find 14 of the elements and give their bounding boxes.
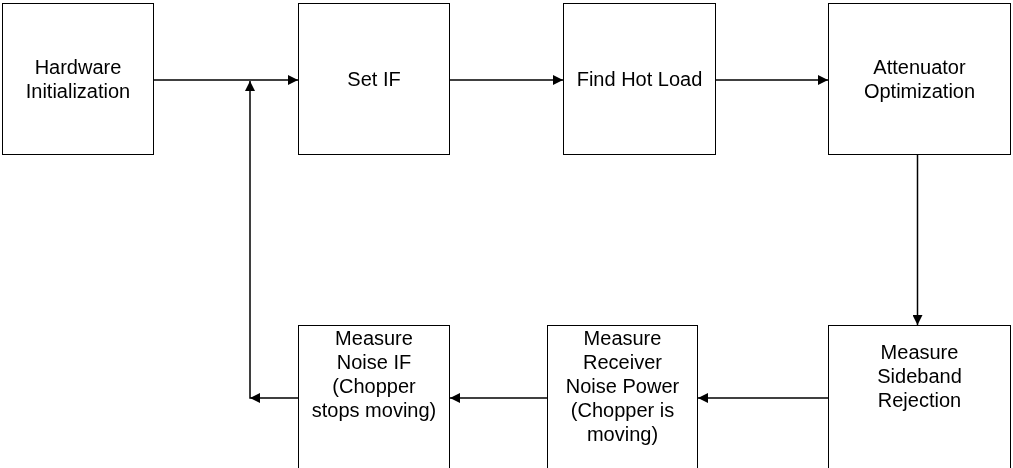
step-label: Measure Noise IF (Chopper stops moving) bbox=[310, 326, 438, 422]
process-box bbox=[2, 3, 154, 155]
step-label: Set IF bbox=[347, 67, 401, 91]
process-box bbox=[828, 325, 1011, 468]
process-box bbox=[547, 325, 698, 468]
step-label: Hardware Initialization bbox=[24, 55, 132, 103]
process-box bbox=[563, 3, 716, 155]
process-box bbox=[298, 325, 450, 468]
step-label: Attenuator Optimization bbox=[862, 55, 977, 103]
process-box bbox=[828, 3, 1011, 155]
process-box bbox=[298, 3, 450, 155]
step-label: Find Hot Load bbox=[576, 67, 703, 91]
step-label: Measure Sideband Rejection bbox=[876, 340, 963, 412]
step-label: Measure Receiver Noise Power (Chopper is moving) bbox=[564, 326, 681, 446]
